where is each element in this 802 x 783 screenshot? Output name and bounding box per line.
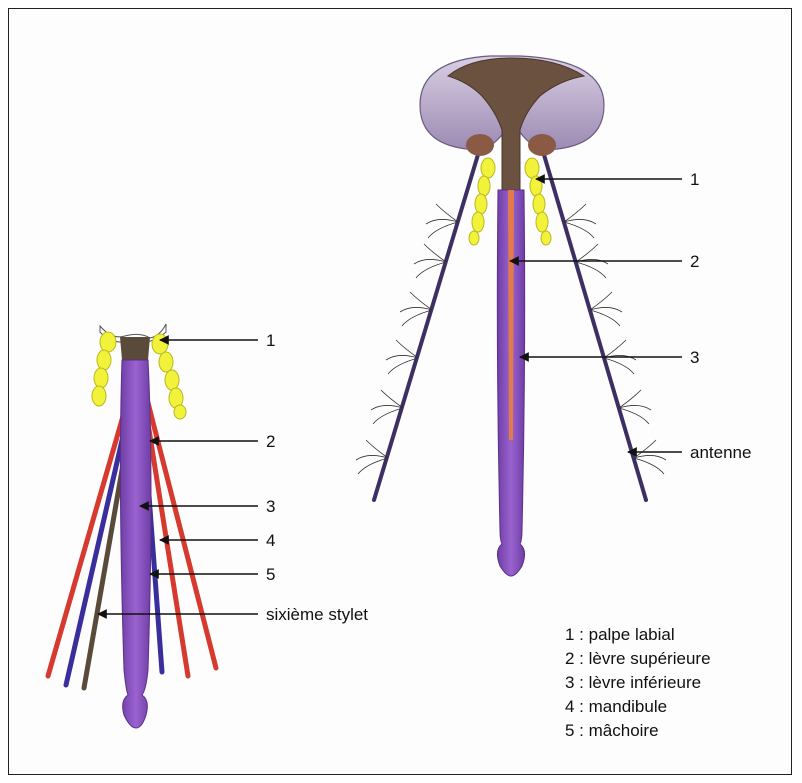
left-label-2: 2	[266, 432, 275, 451]
antenna-left	[356, 148, 480, 500]
legend: 1 : palpe labial 2 : lèvre supérieure 3 …	[565, 623, 711, 743]
left-label-5: 5	[266, 565, 275, 584]
right-figure: 1 2 3 antenne	[356, 56, 751, 576]
left-palp-left	[92, 332, 116, 406]
left-mandible-left	[48, 385, 132, 676]
legend-item: 3 : lèvre inférieure	[565, 671, 711, 695]
antenna-base-right	[528, 134, 556, 156]
left-palp-right	[152, 334, 186, 419]
left-figure: 1 2 3 4 5 sixième stylet	[48, 324, 368, 728]
legend-item: 4 : mandibule	[565, 695, 711, 719]
legend-item: 1 : palpe labial	[565, 623, 711, 647]
antenna-base-left	[466, 134, 494, 156]
left-labium	[120, 360, 151, 728]
left-label-6: sixième stylet	[266, 605, 368, 624]
left-label-1: 1	[266, 331, 275, 350]
right-label-1: 1	[690, 170, 699, 189]
legend-item: 2 : lèvre supérieure	[565, 647, 711, 671]
right-label-2: 2	[690, 252, 699, 271]
proboscis-labrum	[508, 190, 514, 440]
legend-item: 5 : mâchoire	[565, 719, 711, 743]
left-label-3: 3	[266, 497, 275, 516]
left-label-4: 4	[266, 531, 275, 550]
right-label-3: 3	[690, 348, 699, 367]
left-head-dark	[120, 337, 150, 360]
right-label-antenna: antenne	[690, 443, 751, 462]
antenna-right	[542, 148, 666, 500]
